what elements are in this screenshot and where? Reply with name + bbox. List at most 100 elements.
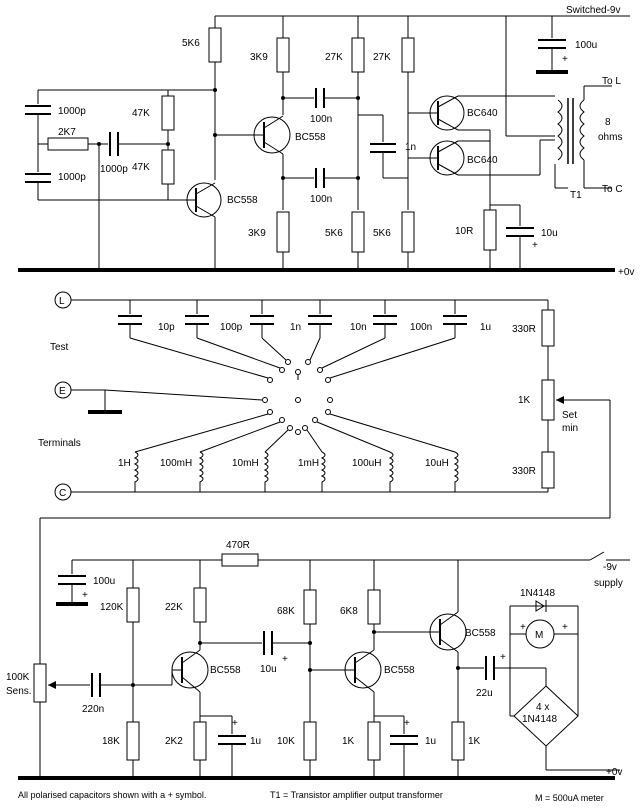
svg-text:All polarised capacitors shown: All polarised capacitors shown with a + … — [18, 790, 206, 800]
svg-text:BC558: BC558 — [295, 132, 326, 143]
svg-text:5K6: 5K6 — [182, 38, 200, 49]
svg-text:M: M — [535, 630, 543, 641]
svg-text:Sens.: Sens. — [6, 686, 32, 697]
rail-0v-label-2: +0v — [606, 767, 622, 778]
svg-text:+: + — [282, 654, 288, 665]
svg-text:To C: To C — [602, 184, 623, 195]
svg-text:120K: 120K — [100, 602, 124, 613]
svg-text:10n: 10n — [350, 322, 367, 333]
resistor-27k-a — [351, 37, 365, 73]
resistor-5k6-b — [401, 211, 415, 253]
svg-text:3K9: 3K9 — [248, 228, 266, 239]
oscillator-section: Switched-9v +0v 5K6 3K9 27K 27K 100u + — [18, 5, 634, 278]
svg-text:27K: 27K — [325, 52, 343, 63]
svg-text:68K: 68K — [277, 606, 295, 617]
resistor-470r — [221, 553, 259, 567]
svg-text:22u: 22u — [476, 688, 493, 699]
svg-text:330R: 330R — [512, 324, 536, 335]
svg-text:470R: 470R — [226, 540, 250, 551]
svg-text:BC558: BC558 — [465, 628, 496, 639]
svg-text:Terminals: Terminals — [38, 438, 81, 449]
svg-text:+: + — [562, 622, 568, 633]
svg-text:100n: 100n — [310, 194, 332, 205]
resistor-22k — [193, 587, 207, 623]
svg-text:2K2: 2K2 — [165, 736, 183, 747]
svg-text:5K6: 5K6 — [325, 228, 343, 239]
potentiometer-100k-sens — [33, 663, 47, 703]
resistor-330r-bottom — [541, 451, 555, 489]
transformer-primary — [557, 99, 563, 161]
svg-text:47K: 47K — [132, 162, 150, 173]
svg-text:Test: Test — [50, 342, 69, 353]
svg-text:To L: To L — [602, 76, 621, 87]
svg-text:ohms: ohms — [598, 132, 622, 143]
resistor-1k-b — [451, 721, 465, 761]
svg-text:M = 500uA meter: M = 500uA meter — [535, 793, 604, 803]
svg-text:T1: T1 — [570, 190, 582, 201]
svg-text:10K: 10K — [277, 736, 295, 747]
svg-text:1mH: 1mH — [298, 458, 319, 469]
svg-text:E: E — [59, 386, 66, 397]
svg-text:100K: 100K — [6, 672, 30, 683]
selector-section: L E C Test Terminals 10p 100p 1n 10n 100… — [38, 291, 611, 664]
resistor-10k — [303, 721, 317, 761]
svg-text:6K8: 6K8 — [340, 606, 358, 617]
svg-text:+: + — [82, 590, 88, 601]
svg-text:100u: 100u — [575, 40, 597, 51]
svg-text:100u: 100u — [93, 576, 115, 587]
svg-text:1K: 1K — [342, 736, 355, 747]
resistor-3k9-bottom — [276, 211, 290, 253]
svg-text:-9v: -9v — [603, 562, 617, 573]
svg-text:3K9: 3K9 — [250, 52, 268, 63]
svg-text:+: + — [404, 718, 410, 729]
svg-text:1000p: 1000p — [58, 106, 86, 117]
svg-text:+: + — [562, 54, 568, 65]
selector-inductors: 1H 100mH 10mH 1mH 100uH 10uH — [118, 413, 459, 492]
resistor-330r-top — [541, 309, 555, 347]
svg-text:+: + — [232, 718, 238, 729]
svg-text:BC558: BC558 — [210, 665, 241, 676]
svg-text:1000p: 1000p — [58, 172, 86, 183]
resistor-5k6-a — [351, 211, 365, 253]
svg-text:22K: 22K — [165, 602, 183, 613]
svg-text:+: + — [500, 652, 506, 663]
svg-text:BC558: BC558 — [227, 195, 258, 206]
switched-supply-label: Switched-9v — [566, 5, 620, 16]
resistor-1k-a — [367, 721, 381, 761]
resistor-18k — [126, 721, 140, 761]
svg-text:1000p: 1000p — [100, 164, 128, 175]
svg-text:1u: 1u — [480, 322, 491, 333]
svg-text:1n: 1n — [405, 142, 416, 153]
resistor-68k — [303, 589, 317, 625]
svg-text:BC558: BC558 — [384, 665, 415, 676]
resistor-47k-b — [161, 149, 175, 185]
svg-text:100uH: 100uH — [352, 458, 381, 469]
svg-text:10mH: 10mH — [232, 458, 259, 469]
svg-text:47K: 47K — [132, 108, 150, 119]
resistor-6k8 — [367, 589, 381, 625]
svg-text:100p: 100p — [220, 322, 243, 333]
footnotes: All polarised capacitors shown with a + … — [18, 790, 604, 803]
resistor-27k-b — [401, 37, 415, 73]
transformer-secondary — [579, 99, 585, 161]
detector-section: +0v 470R -9v supply 100u + 100K Sens. 22… — [6, 540, 630, 780]
rail-0v-label-1: +0v — [618, 267, 634, 278]
svg-text:10u: 10u — [541, 228, 558, 239]
svg-text:BC640: BC640 — [467, 108, 498, 119]
svg-text:10R: 10R — [455, 226, 473, 237]
svg-text:4 x: 4 x — [536, 702, 549, 713]
bridge-rectifier: 4 x 1N4148 — [510, 667, 620, 771]
svg-text:1K: 1K — [468, 736, 481, 747]
svg-text:100mH: 100mH — [160, 458, 192, 469]
svg-text:1u: 1u — [425, 736, 436, 747]
resistor-10r — [483, 209, 497, 251]
svg-text:220n: 220n — [82, 704, 104, 715]
svg-text:1H: 1H — [118, 458, 131, 469]
diode-1n4148 — [535, 600, 545, 612]
svg-text:8: 8 — [605, 117, 611, 128]
svg-text:+: + — [532, 240, 538, 251]
svg-text:18K: 18K — [102, 736, 120, 747]
resistor-47k-a — [161, 95, 175, 131]
svg-text:min: min — [562, 423, 578, 434]
svg-text:5K6: 5K6 — [373, 228, 391, 239]
